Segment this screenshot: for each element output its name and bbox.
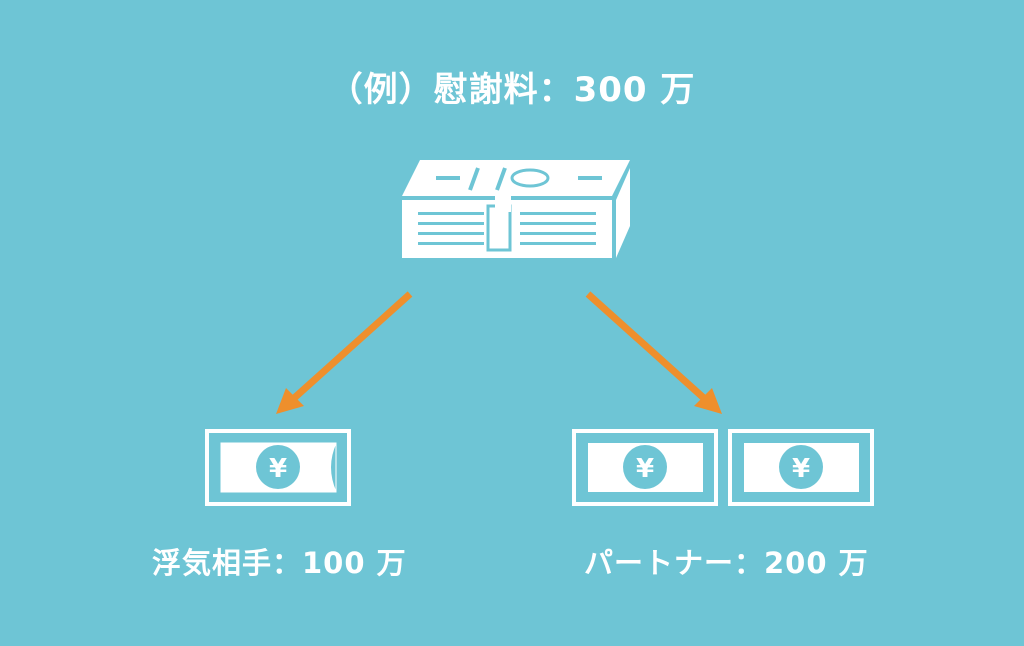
svg-text:¥: ¥: [792, 454, 810, 484]
yen-bill-icon: ¥: [205, 429, 351, 506]
left-recipient-label: 浮気相手：100 万: [152, 546, 407, 580]
money-stack-icon: [402, 160, 630, 258]
arrow-right: [585, 291, 722, 414]
diagram-title: （例）慰謝料：300 万: [328, 70, 696, 110]
arrow-left: [276, 291, 413, 414]
svg-text:¥: ¥: [636, 454, 654, 484]
svg-text:¥: ¥: [269, 454, 287, 484]
yen-bill-icon: ¥: [728, 429, 874, 506]
yen-bill-icon: ¥: [572, 429, 718, 506]
right-recipient-label: パートナー：200 万: [584, 546, 869, 580]
